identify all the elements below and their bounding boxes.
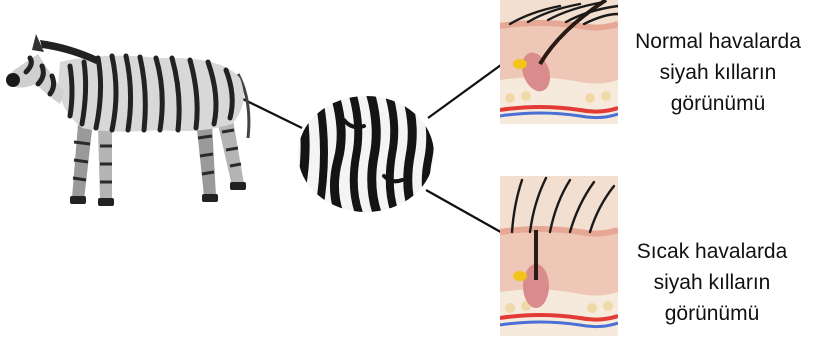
caption-normal-weather: Normal havalarda siyah kılların görünümü bbox=[618, 26, 816, 119]
skin-section-hot bbox=[500, 176, 618, 336]
caption-hot-weather: Sıcak havalarda siyah kılların görünümü bbox=[612, 236, 812, 329]
caption-hot-line1: Sıcak havalarda bbox=[612, 236, 812, 267]
caption-hot-line3: görünümü bbox=[612, 298, 812, 329]
caption-normal-line1: Normal havalarda bbox=[618, 26, 816, 57]
zebra-illustration bbox=[6, 34, 249, 206]
zebra-nose bbox=[6, 73, 20, 87]
skin-section-normal bbox=[500, 0, 618, 124]
caption-hot-line2: siyah kılların bbox=[612, 267, 812, 298]
stripe-pattern-closeup bbox=[296, 92, 434, 216]
caption-normal-line3: görünümü bbox=[618, 88, 816, 119]
caption-normal-line2: siyah kılların bbox=[618, 57, 816, 88]
